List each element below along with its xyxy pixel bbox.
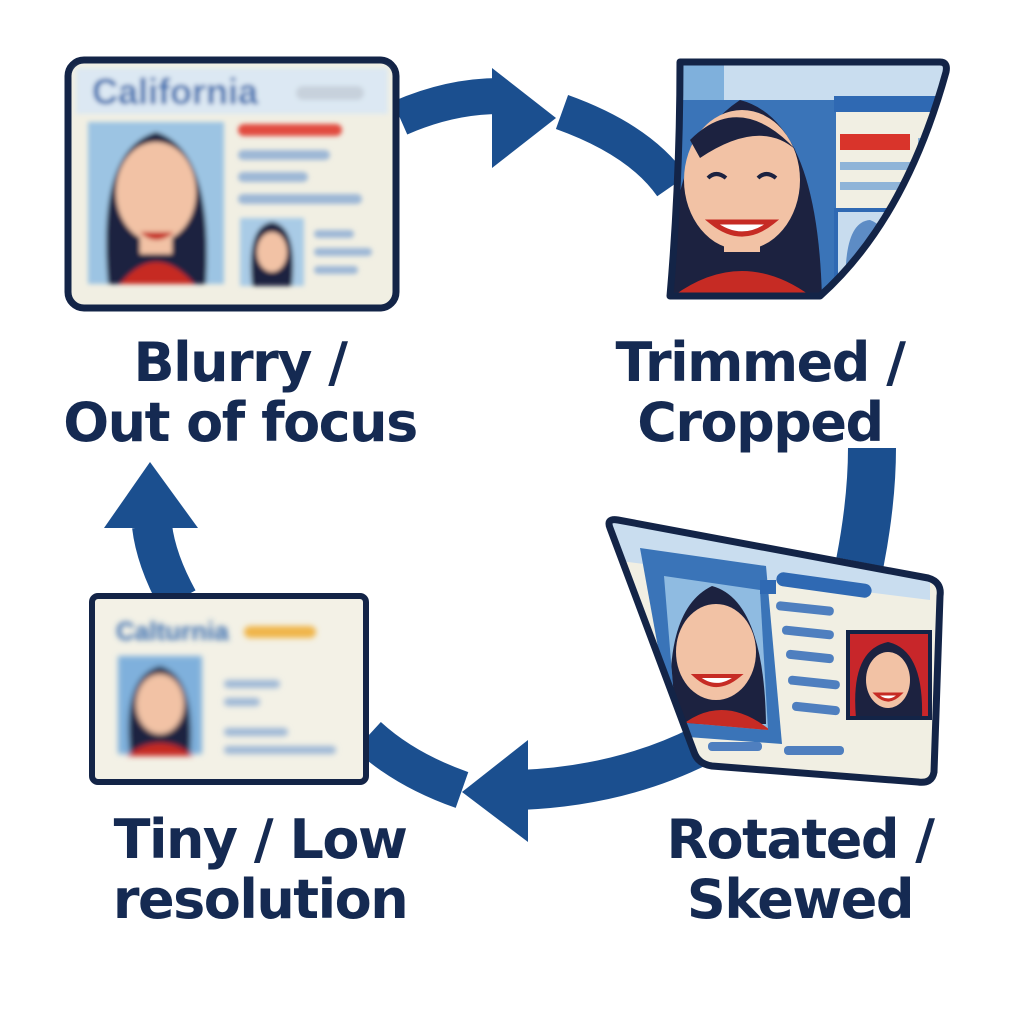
stage-label-blurry: Blurry / Out of focus bbox=[40, 333, 440, 453]
stage-label-line1: Tiny / Low bbox=[113, 808, 408, 871]
card-state-text: Calturnia bbox=[116, 616, 229, 646]
cycle-arrow-icon bbox=[392, 68, 687, 197]
stage-label-line2: Skewed bbox=[686, 868, 915, 931]
cycle-arrow-icon bbox=[355, 721, 709, 842]
stage-label-line1: Trimmed / bbox=[615, 331, 906, 394]
portrait-face bbox=[116, 142, 196, 242]
stage-label-line2: Cropped bbox=[637, 391, 884, 454]
trimmed-id-card bbox=[666, 58, 950, 300]
blurry-id-card: California bbox=[64, 56, 400, 312]
stage-label-trimmed: Trimmed / Cropped bbox=[560, 333, 960, 453]
stage-label-line1: Blurry / bbox=[133, 331, 348, 394]
card-state-text: California bbox=[92, 71, 259, 112]
cycle-arrow-icon bbox=[836, 447, 896, 567]
stage-label-rotated: Rotated / Skewed bbox=[600, 810, 1000, 930]
tiny-id-card: Calturnia bbox=[89, 593, 369, 785]
stage-label-line2: resolution bbox=[112, 868, 409, 931]
cycle-arrow-icon bbox=[104, 462, 198, 610]
stage-label-line1: Rotated / bbox=[666, 808, 935, 871]
rotated-id-card bbox=[605, 516, 944, 786]
stage-label-line2: Out of focus bbox=[63, 391, 418, 454]
stage-label-tiny: Tiny / Low resolution bbox=[60, 810, 460, 930]
